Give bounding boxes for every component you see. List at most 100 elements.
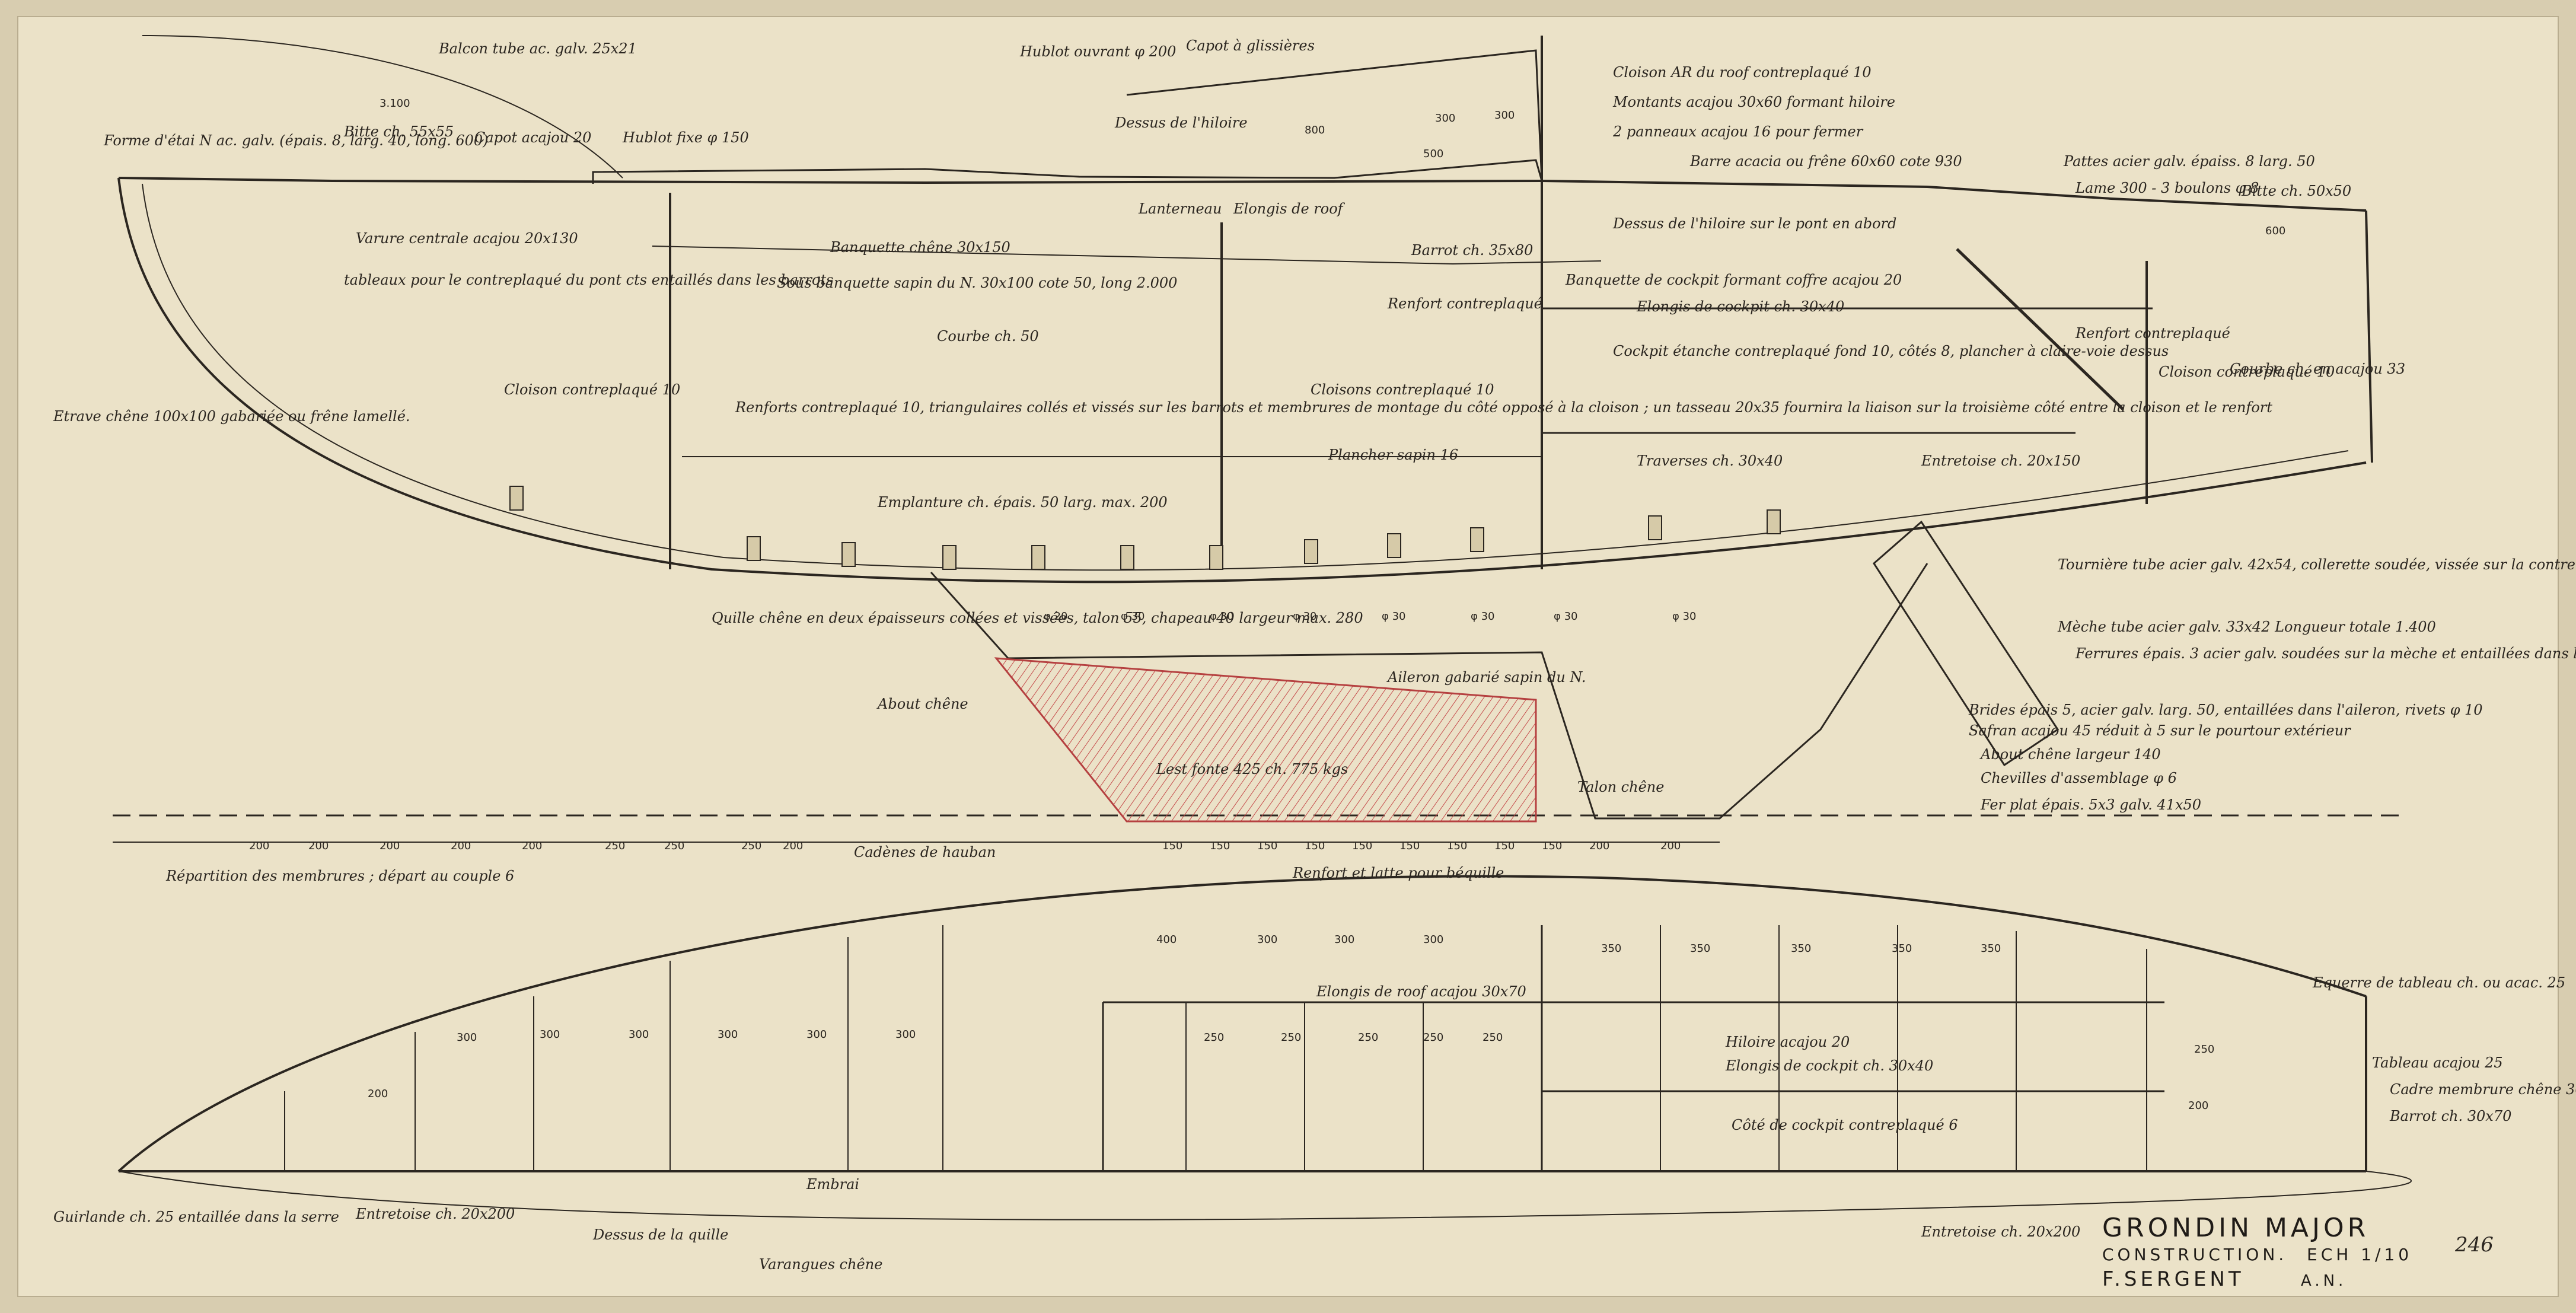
label-montants: Montants acajou 30x60 formant hiloire [1612,94,1895,110]
label-dessus-hiloire: Dessus de l'hiloire [1114,114,1248,131]
label-elongis-roof: Elongis de roof [1233,200,1346,217]
hatch-top [1126,49,1543,181]
dim-b16: 150 [1494,840,1515,852]
label-embrai: Embrai [806,1176,859,1193]
label-etrave: Etrave chêne 100x100 gabariée ou frêne l… [53,408,410,425]
dia-2: φ 30 [1210,610,1234,623]
dim-b5: 250 [605,840,625,852]
label-cloison-1: Cloison contreplaqué 10 [504,381,680,398]
label-varure: Varure centrale acajou 20x130 [356,230,578,247]
keel [930,563,1928,820]
dim-b6: 250 [664,840,684,852]
label-plancher: Plancher sapin 16 [1328,447,1458,463]
label-guirlande: Guirlande ch. 25 entaillée dans la serre [53,1209,339,1225]
dia-5: φ 30 [1471,610,1495,623]
dim-s1: 200 [2188,1100,2208,1112]
label-barrot-plan: Barrot ch. 30x70 [2389,1108,2511,1124]
tiller [1956,248,2124,410]
label-hublot-ouvrant: Hublot ouvrant φ 200 [1019,43,1176,60]
label-sous-banquette: Sous banquette sapin du N. 30x100 cote 5… [777,275,1177,291]
dia-7: φ 30 [1672,610,1697,623]
banquette [652,246,1602,265]
dim-b17: 150 [1542,840,1562,852]
dim-m3: 300 [718,1028,738,1041]
label-fer-plat: Fer plat épais. 5x3 galv. 41x50 [1980,796,2201,813]
label-entretoise-plan: Entretoise ch. 20x200 [355,1206,515,1222]
plan-frames [284,925,2147,1171]
dim-m9: 250 [1423,1031,1443,1044]
label-renfort-2: Renfort contreplaqué [2075,325,2230,342]
dim-m0: 300 [457,1031,477,1044]
author: F.SERGENT [2102,1267,2245,1291]
dim-p0: 400 [1156,933,1177,946]
label-barre: Barre acacia ou frêne 60x60 cote 930 [1689,153,1962,170]
label-lanterneau: Lanterneau [1138,200,1222,217]
dim-p7: 350 [1892,942,1912,955]
label-repartition: Répartition des membrures ; départ au co… [165,868,514,884]
label-chevilles: Chevilles d'assemblage φ 6 [1981,770,2177,786]
label-renfort-contreplaque: Renfort contreplaqué [1387,295,1542,312]
label-traverses: Traverses ch. 30x40 [1637,452,1783,469]
label-capot-acajou: Capot acajou 20 [474,129,591,146]
label-renfort-latte: Renfort et latte pour béquille [1292,865,1504,881]
label-emplanture: Emplanture ch. épais. 50 larg. max. 200 [877,494,1168,511]
label-lame: Lame 300 - 3 boulons φ 8 [2075,180,2259,196]
label-balcon: Balcon tube ac. galv. 25x21 [438,40,637,57]
label-tableau: Tableau acajou 25 [2372,1054,2503,1071]
dim-b2: 200 [380,840,400,852]
label-banquette-cockpit: Banquette de cockpit formant coffre acaj… [1565,272,1902,288]
profile-view [113,35,2402,843]
label-bitte-av: Bitte ch. 55x55 [343,123,454,140]
dim-600: 600 [2265,225,2285,237]
dia-4: φ 30 [1382,610,1406,623]
dim-b13: 150 [1352,840,1372,852]
label-cadre-membrure: Cadre membrure chêne 30x50 [2390,1081,2576,1098]
label-elongis-cockpit-plan: Elongis de cockpit ch. 30x40 [1725,1057,1933,1074]
label-pattes: Pattes acier galv. épaiss. 8 larg. 50 [2063,153,2315,170]
label-hublot-fixe: Hublot fixe φ 150 [622,129,749,146]
dim-b11: 150 [1257,840,1277,852]
dim-b12: 150 [1305,840,1325,852]
label-varangues: Varangues chêne [759,1256,882,1273]
label-cloison-roof: Cloison AR du roof contreplaqué 10 [1613,64,1872,81]
label-panneaux: 2 panneaux acajou 16 pour fermer [1612,123,1864,140]
dim-p4: 350 [1601,942,1621,955]
dim-p1: 300 [1257,933,1277,946]
dim-b8: 200 [783,840,803,852]
subtitle: CONSTRUCTION. [2102,1245,2287,1264]
label-about-chene: About chêne [876,696,968,712]
dim-m6: 250 [1204,1031,1224,1044]
dim-m11: 250 [2194,1043,2214,1056]
label-dessus-hiloire-pont: Dessus de l'hiloire sur le pont en abord [1612,215,1896,232]
label-equerre: Equerre de tableau ch. ou acac. 25 [2312,974,2565,991]
dim-b15: 150 [1447,840,1467,852]
dim-p5: 350 [1690,942,1710,955]
label-hiloire-hauban: Cadènes de hauban [854,844,996,861]
label-banquette: Banquette chêne 30x150 [830,239,1010,256]
label-courbe-ch: Courbe ch. en acajou 33 [2230,361,2405,377]
label-renforts: Renforts contreplaqué 10, triangulaires … [735,399,2272,416]
hull-inner [142,183,2349,571]
label-cloisons: Cloisons contreplaqué 10 [1311,381,1494,398]
dim-b9: 150 [1162,840,1182,852]
label-ferrures: Ferrures épais. 3 acier galv. soudées su… [2075,645,2576,662]
dim-300b: 300 [1494,109,1515,122]
sheet-number: 246 [2454,1233,2494,1257]
label-cloison-ar: Cloison contreplaqué 10 [2159,364,2335,380]
dia-3: φ 30 [1293,610,1317,623]
label-entretoise-1: Entretoise ch. 20x150 [1921,452,2080,469]
label-elongis-roof-plan: Elongis de roof acajou 30x70 [1316,983,1526,1000]
scale: ECH 1/10 [2307,1245,2412,1264]
keel-plan [118,1171,2412,1220]
label-quille: Quille chêne en deux épaisseurs collées … [712,610,1363,626]
dim-b1: 200 [308,840,329,852]
label-talon: Talon chêne [1577,779,1664,795]
dim-3100: 3.100 [380,97,410,110]
dim-b21: 200 [1660,840,1681,852]
label-about-chene-2: About chêne largeur 140 [1979,746,2161,763]
label-courbe: Courbe ch. 50 [937,328,1039,345]
dim-p2: 300 [1334,933,1354,946]
dia-6: φ 30 [1554,610,1578,623]
label-bitte-ar: Bitte ch. 50x50 [2241,183,2351,199]
